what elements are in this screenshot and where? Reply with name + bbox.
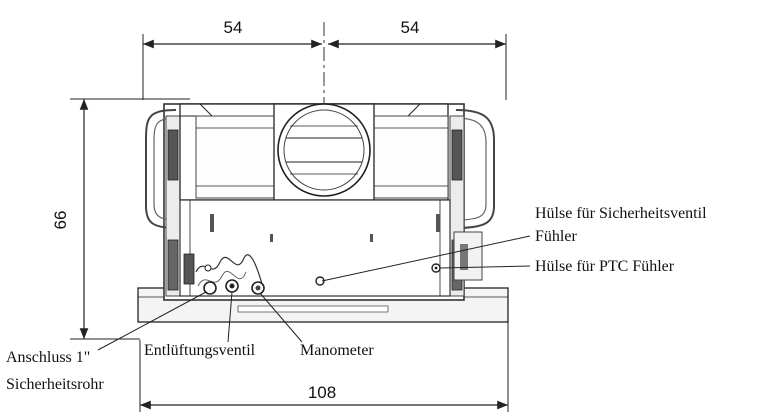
device-outline — [137, 103, 509, 323]
label-sleeve-safety-valve-line1: Hülse für Sicherheitsventil — [535, 205, 707, 222]
label-connection-line2: Sicherheitsrohr — [6, 376, 104, 393]
label-sleeve-safety-valve-line2: Fühler — [535, 228, 577, 245]
label-manometer: Manometer — [300, 342, 374, 359]
label-sleeve-ptc: Hülse für PTC Fühler — [535, 258, 675, 275]
dimension-bottom-width: 108 — [308, 383, 336, 402]
dimension-left-height: 66 — [51, 211, 70, 230]
dimension-top-right: 54 — [401, 18, 420, 37]
label-connection-line1: Anschluss 1" — [6, 349, 90, 366]
leader-lines — [97, 235, 531, 351]
dimension-lines — [70, 34, 509, 412]
dimension-top-left: 54 — [224, 18, 243, 37]
label-vent-valve: Entlüftungsventil — [144, 342, 256, 359]
